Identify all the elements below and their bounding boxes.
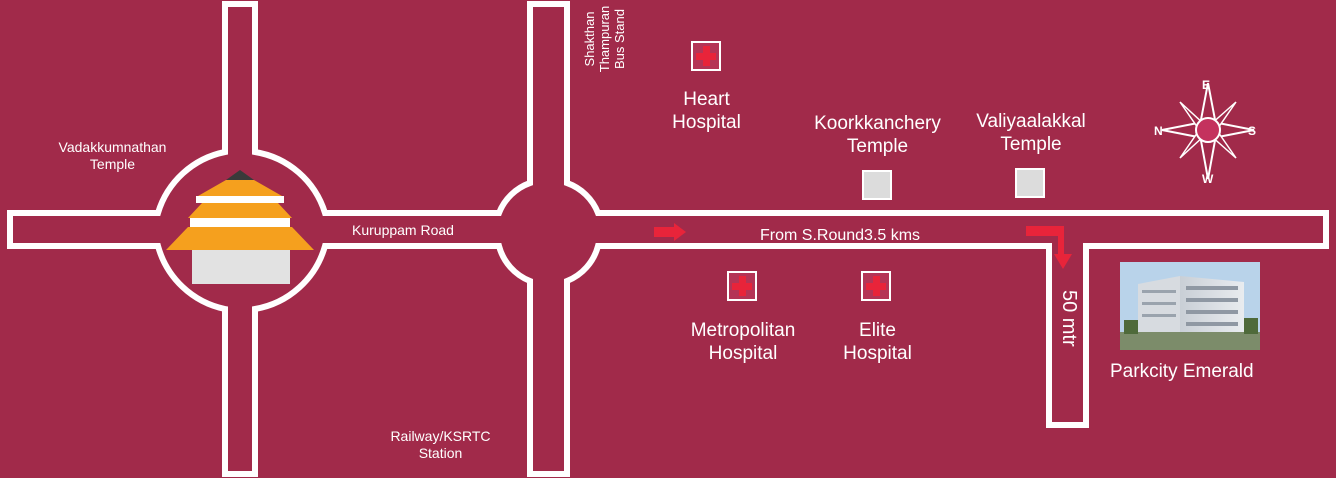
label-vadakkumnathan-temple: Vadakkumnathan Temple: [58, 139, 167, 172]
temple-icon: [166, 170, 314, 284]
label-parkcity-emerald: Parkcity Emerald: [1110, 361, 1254, 382]
label-railway-ksrtc-station: Railway/KSRTC Station: [390, 428, 491, 461]
elite-hospital-icon: [861, 271, 891, 301]
label-kuruppam-road: Kuruppam Road: [352, 222, 454, 238]
label-from-s-round: From S.Round3.5 kms: [760, 227, 921, 244]
compass-west-label: W: [1202, 172, 1214, 186]
road-outline: [7, 1, 1329, 477]
heart-hospital-icon: [691, 41, 721, 71]
koorkkanchery-temple-marker-icon: [862, 170, 892, 200]
turn-arrow-icon: [1026, 226, 1072, 269]
direction-arrow-icon: [654, 223, 686, 241]
compass-north-label: N: [1154, 124, 1163, 138]
compass-rose-icon: [1161, 82, 1255, 180]
label-heart-hospital: Heart Hospital: [672, 89, 741, 133]
parkcity-emerald-building-image: [1120, 262, 1260, 350]
label-elite-hospital: Elite Hospital: [843, 320, 912, 364]
label-koorkkanchery-temple: Koorkkanchery Temple: [814, 113, 941, 157]
label-valiyaalakkal-temple: Valiyaalakkal Temple: [976, 111, 1086, 155]
label-50-mtr: 50 mtr: [1058, 290, 1080, 347]
valiyaalakkal-temple-marker-icon: [1015, 168, 1045, 198]
label-metropolitan-hospital: Metropolitan Hospital: [690, 320, 796, 364]
compass-east-label: E: [1202, 78, 1211, 92]
compass-south-label: S: [1248, 124, 1257, 138]
label-shakthan-bus-stand: Shakthan Thampuran Bus Stand: [582, 5, 627, 73]
metropolitan-hospital-icon: [727, 271, 757, 301]
